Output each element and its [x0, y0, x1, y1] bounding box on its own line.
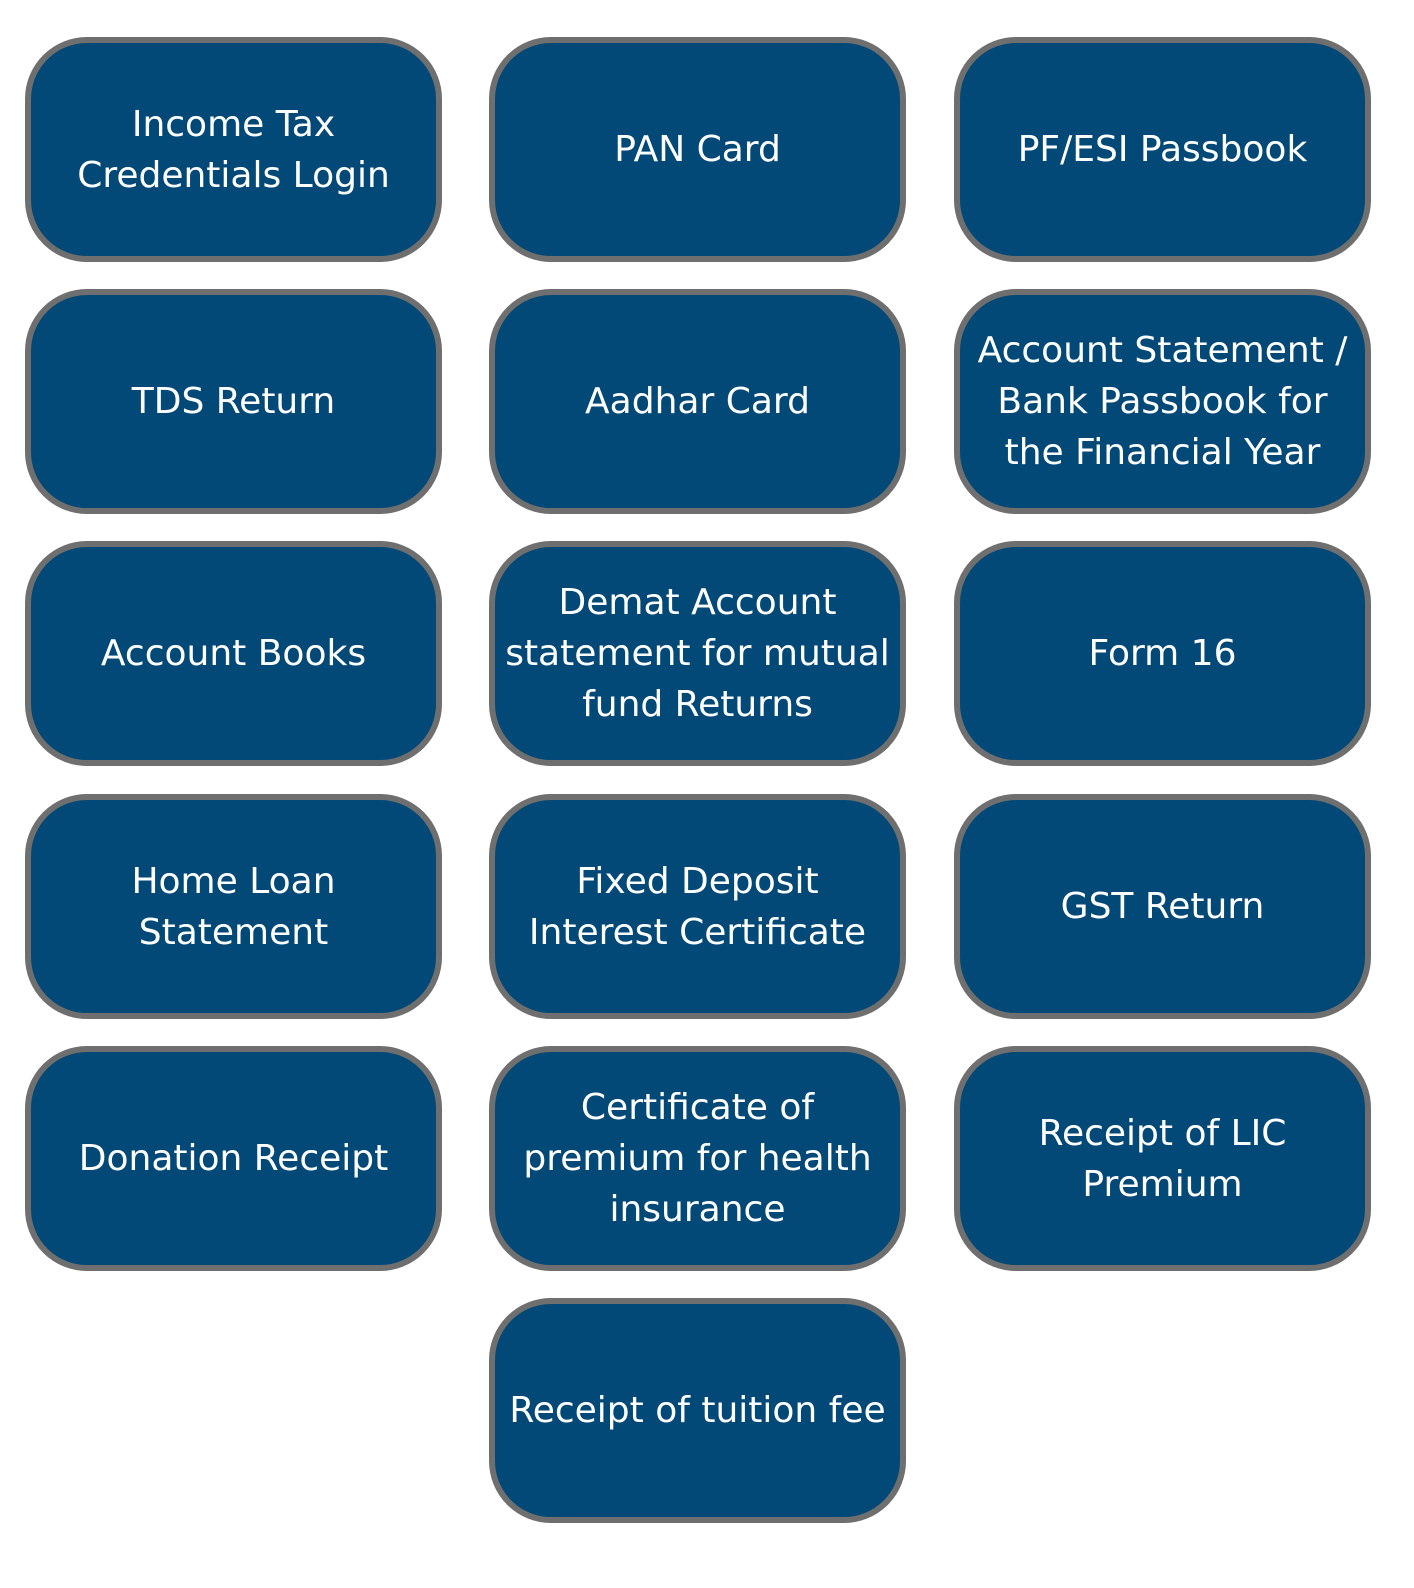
doc-gst-return: GST Return [954, 794, 1371, 1019]
doc-pan-card: PAN Card [489, 37, 906, 262]
doc-income-tax-credentials: Income Tax Credentials Login [25, 37, 442, 262]
doc-home-loan-statement: Home Loan Statement [25, 794, 442, 1019]
doc-health-insurance-certificate: Certificate of premium for health insura… [489, 1046, 906, 1271]
box-label: Aadhar Card [585, 381, 810, 422]
box-label: Account Books [100, 633, 367, 674]
doc-donation-receipt: Donation Receipt [25, 1046, 442, 1271]
box-label: Home Loan Statement [131, 860, 336, 953]
doc-pf-esi-passbook: PF/ESI Passbook [954, 37, 1371, 262]
doc-fd-interest-certificate: Fixed Deposit Interest Certificate [489, 794, 906, 1019]
box-label: PF/ESI Passbook [1017, 129, 1308, 170]
doc-form-16: Form 16 [954, 541, 1371, 766]
box-label: Certificate of premium for health insura… [523, 1087, 872, 1230]
box-label: Receipt of LIC Premium [1038, 1112, 1287, 1205]
box-label: Donation Receipt [78, 1138, 389, 1179]
doc-tds-return: TDS Return [25, 289, 442, 514]
doc-tuition-fee-receipt: Receipt of tuition fee [489, 1298, 906, 1523]
box-label: Receipt of tuition fee [509, 1390, 886, 1431]
box-label: Demat Account statement for mutual fund … [505, 582, 890, 725]
box-label: TDS Return [131, 381, 336, 422]
doc-lic-premium-receipt: Receipt of LIC Premium [954, 1046, 1371, 1271]
doc-aadhar-card: Aadhar Card [489, 289, 906, 514]
box-label: Account Statement / Bank Passbook for th… [977, 330, 1348, 473]
box-label: Income Tax Credentials Login [77, 103, 390, 196]
box-label: Form 16 [1088, 633, 1237, 674]
box-label: Fixed Deposit Interest Certificate [528, 860, 867, 953]
doc-account-statement: Account Statement / Bank Passbook for th… [954, 289, 1371, 514]
doc-account-books: Account Books [25, 541, 442, 766]
box-label: GST Return [1060, 886, 1265, 927]
doc-demat-statement: Demat Account statement for mutual fund … [489, 541, 906, 766]
box-label: PAN Card [614, 129, 781, 170]
